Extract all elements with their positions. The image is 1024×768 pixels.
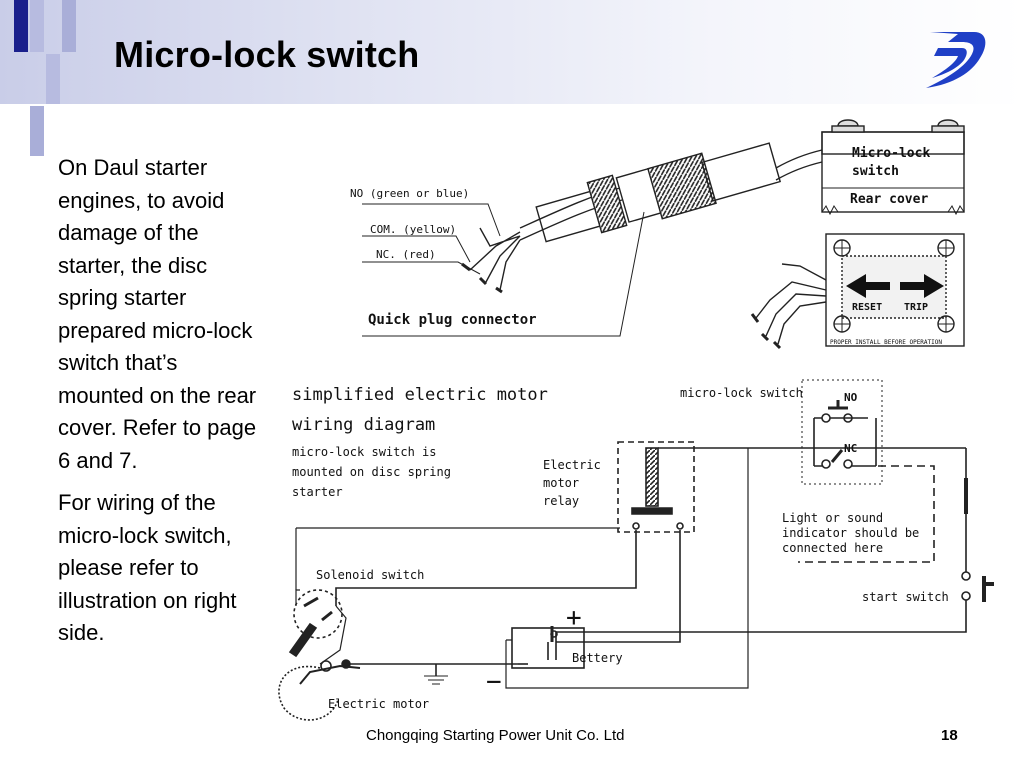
decor-square-light [30, 0, 44, 52]
wiring-illustration: NO (green or blue) COM. (yellow) NC. (re… [278, 119, 994, 721]
minus-sign: − [486, 667, 502, 697]
trip-label: TRIP [904, 302, 928, 313]
diagram-note: mounted on disc spring [292, 465, 451, 479]
footer-company: Chongqing Starting Power Unit Co. Ltd [366, 727, 625, 744]
plus-sign: + [566, 603, 582, 633]
start-switch-label: start switch [862, 590, 949, 604]
decor-square-light [46, 54, 60, 104]
body-paragraph: For wiring of the micro-lock switch, ple… [58, 490, 237, 645]
wire-label-com: COM. (yellow) [370, 223, 456, 236]
wire-label-nc: NC. (red) [376, 248, 436, 261]
rear-cover-label: Rear cover [850, 192, 928, 207]
body-paragraph: On Daul starter engines, to avoid damage… [58, 155, 257, 473]
relay-label: motor [543, 476, 579, 490]
wiring-diagram [278, 379, 994, 721]
switch-box-title: Micro-lock [852, 146, 930, 161]
indicator-label: Light or sound [782, 511, 883, 525]
body-text: On Daul starter engines, to avoid damage… [58, 152, 268, 660]
battery-label: Bettery [572, 651, 623, 665]
solenoid-switch-label: Solenoid switch [316, 568, 424, 582]
footer-page-number: 18 [941, 727, 958, 744]
diagram-note: starter [292, 485, 343, 499]
relay-label: relay [543, 494, 579, 508]
relay-label: Electric [543, 458, 601, 472]
no-contact-label: NO [844, 391, 858, 404]
slide-title: Micro-lock switch [114, 34, 420, 75]
diagram-title: simplified electric motor [292, 385, 548, 405]
reset-label: RESET [852, 302, 882, 313]
diagram-title: wiring diagram [292, 415, 435, 435]
micro-lock-label: micro-lock switch [680, 386, 803, 400]
indicator-label: indicator should be [782, 526, 919, 540]
arrow-left-icon [846, 274, 890, 298]
install-note: PROPER INSTALL BEFORE OPERATION [830, 339, 942, 346]
decor-square-light [62, 0, 76, 52]
switch-box-title: switch [852, 164, 899, 179]
decor-square-dark [14, 0, 28, 52]
header-band [0, 0, 1024, 104]
diagram-note: micro-lock switch is [292, 445, 437, 459]
arrow-right-icon [900, 274, 944, 298]
nc-contact-label: NC [844, 442, 857, 455]
wire-label-no: NO (green or blue) [350, 187, 469, 200]
connector-label: Quick plug connector [368, 312, 537, 328]
decor-square-light [30, 106, 44, 156]
indicator-label: connected here [782, 541, 883, 555]
electric-motor-label: Electric motor [328, 697, 429, 711]
company-logo [926, 32, 986, 88]
